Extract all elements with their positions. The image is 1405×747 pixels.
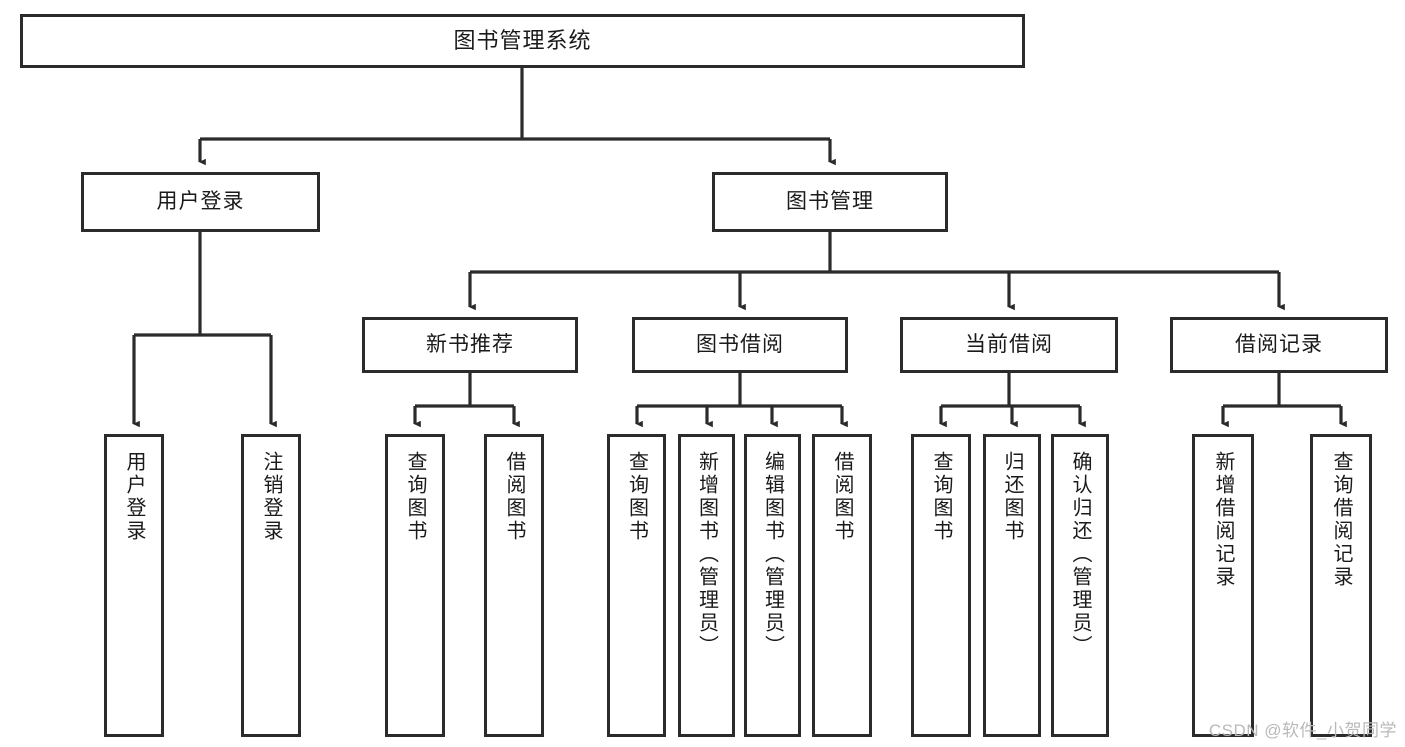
node-leaf-logout[interactable]: 注销登录 (241, 434, 301, 737)
node-leaf-confirm-return-label: 确认归还（管理员） (1069, 451, 1091, 658)
node-new-book-recommend-label: 新书推荐 (426, 332, 514, 356)
node-borrow-record-label: 借阅记录 (1235, 332, 1323, 356)
node-leaf-borrow-book-1-label: 借阅图书 (503, 451, 525, 543)
node-leaf-add-book-label: 新增图书（管理员） (695, 451, 718, 658)
node-leaf-borrow-book-1[interactable]: 借阅图书 (484, 434, 544, 737)
node-leaf-return-book[interactable]: 归还图书 (983, 434, 1041, 737)
node-borrow-record[interactable]: 借阅记录 (1170, 317, 1388, 373)
node-book-borrow-label: 图书借阅 (696, 332, 784, 356)
node-book-borrow[interactable]: 图书借阅 (632, 317, 848, 373)
node-leaf-query-book-3-label: 查询图书 (930, 451, 952, 543)
node-current-borrow-label: 当前借阅 (965, 332, 1053, 356)
node-leaf-logout-label: 注销登录 (260, 451, 282, 543)
node-leaf-query-book-2-label: 查询图书 (625, 451, 648, 543)
node-leaf-edit-book[interactable]: 编辑图书（管理员） (744, 434, 801, 737)
node-leaf-query-book-1[interactable]: 查询图书 (385, 434, 445, 737)
node-user-login-label: 用户登录 (156, 189, 245, 213)
watermark-text: CSDN @软件_小贺同学 (1208, 721, 1397, 740)
node-leaf-borrow-book-2-label: 借阅图书 (831, 451, 853, 543)
node-leaf-confirm-return[interactable]: 确认归还（管理员） (1051, 434, 1109, 737)
node-leaf-query-book-2[interactable]: 查询图书 (607, 434, 666, 737)
node-current-borrow[interactable]: 当前借阅 (900, 317, 1118, 373)
node-user-login[interactable]: 用户登录 (81, 172, 320, 232)
node-leaf-query-borrow-record-label: 查询借阅记录 (1330, 451, 1352, 589)
node-leaf-return-book-label: 归还图书 (1001, 451, 1023, 543)
node-root-label: 图书管理系统 (453, 28, 592, 54)
node-leaf-query-borrow-record[interactable]: 查询借阅记录 (1310, 434, 1372, 737)
node-leaf-borrow-book-2[interactable]: 借阅图书 (812, 434, 872, 737)
node-new-book-recommend[interactable]: 新书推荐 (362, 317, 578, 373)
node-leaf-query-book-3[interactable]: 查询图书 (911, 434, 971, 737)
node-book-management-label: 图书管理 (786, 189, 874, 213)
node-root[interactable]: 图书管理系统 (20, 14, 1025, 68)
node-leaf-user-login[interactable]: 用户登录 (104, 434, 164, 737)
node-leaf-query-book-1-label: 查询图书 (404, 451, 426, 543)
node-leaf-add-borrow-record-label: 新增借阅记录 (1212, 451, 1234, 589)
node-leaf-user-login-label: 用户登录 (123, 451, 145, 543)
node-leaf-edit-book-label: 编辑图书（管理员） (761, 451, 784, 658)
node-book-management[interactable]: 图书管理 (712, 172, 948, 232)
node-leaf-add-book[interactable]: 新增图书（管理员） (678, 434, 735, 737)
node-leaf-add-borrow-record[interactable]: 新增借阅记录 (1192, 434, 1254, 737)
